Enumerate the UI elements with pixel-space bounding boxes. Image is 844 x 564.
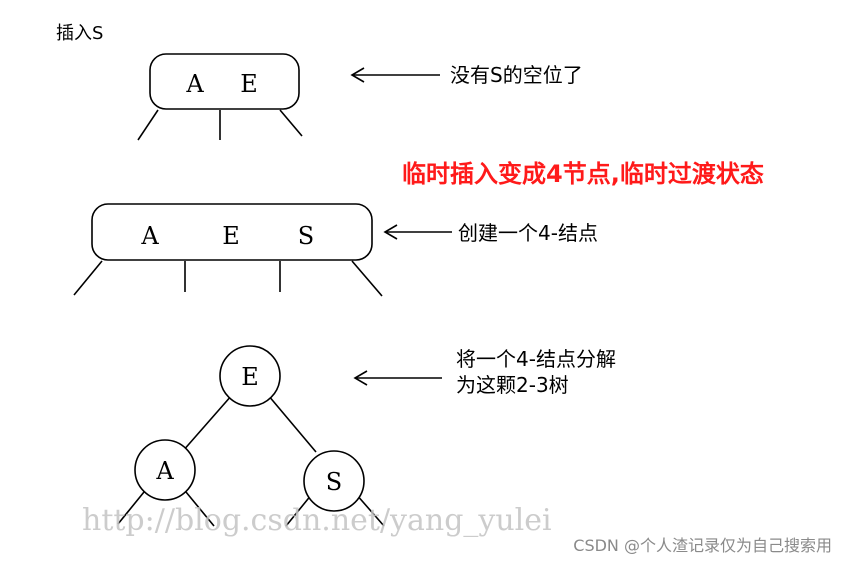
step2-key-e: E (222, 222, 240, 250)
diagram-title: 插入S (56, 23, 103, 44)
tree-edge-s-left (285, 493, 313, 527)
watermark-url: http://blog.csdn.net/yang_yulei (82, 503, 552, 538)
step3-arrow (353, 370, 442, 386)
tree-left-key: A (155, 457, 174, 485)
tree-edge-root-left (181, 394, 233, 453)
step2-note: 创建一个4-结点 (458, 221, 598, 245)
step3-note-line1: 将一个4-结点分解 (456, 347, 616, 371)
step3-note-line2: 为这颗2-3树 (456, 373, 569, 397)
step2-child-link-1 (73, 260, 103, 296)
tree-edge-a-right (185, 491, 215, 527)
step2-arrow (383, 224, 452, 240)
csdn-credit: CSDN @个人渣记录仅为自己搜索用 (573, 536, 832, 555)
step1-arrow (350, 67, 440, 83)
step1-child-link-right (279, 109, 303, 137)
tree-right-node (303, 450, 365, 512)
step1-key-e: E (240, 70, 258, 98)
tree-edge-s-right (355, 493, 385, 527)
step2-node-box (91, 203, 373, 261)
step2-child-link-4 (351, 260, 383, 297)
tree-root-node (219, 345, 281, 407)
step1-key-a: A (185, 70, 204, 98)
step2-key-a: A (140, 222, 159, 250)
tree-edge-root-right (267, 394, 317, 453)
tree-right-key: S (326, 468, 342, 496)
highlight-note: 临时插入变成4节点,临时过渡状态 (402, 160, 764, 188)
tree-edge-a-left (117, 491, 145, 525)
tree-left-node (134, 439, 196, 501)
tree-root-key: E (241, 363, 259, 391)
step1-note: 没有S的空位了 (450, 63, 583, 87)
step1-child-link-left (137, 109, 159, 141)
step1-node-box (149, 53, 300, 110)
step2-key-s: S (298, 222, 314, 250)
